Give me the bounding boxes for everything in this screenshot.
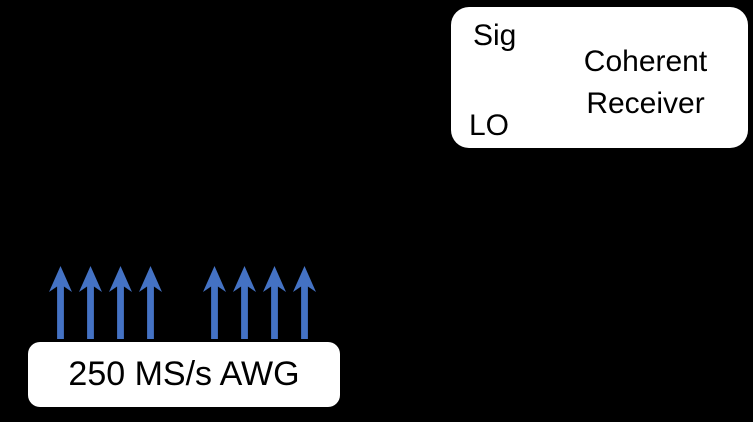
up-arrow-icon [233,266,256,339]
up-arrow-icon [293,266,316,339]
receiver-title-line2: Receiver [586,87,705,120]
coherent-receiver-box: Sig LO Coherent Receiver [451,7,748,148]
up-arrow-icon [139,266,162,339]
up-arrow-icon [109,266,132,339]
comb-arrows-group-2 [203,266,316,339]
receiver-title: Coherent Receiver [551,41,740,125]
up-arrow-icon [263,266,286,339]
lo-port-label: LO [469,109,510,142]
comb-arrows-group-1 [49,266,162,339]
up-arrow-icon [203,266,226,339]
receiver-title-line1: Coherent [583,45,708,78]
awg-box: 250 MS/s AWG [28,342,340,407]
up-arrow-icon [49,266,72,339]
sig-port-label: Sig [473,19,517,52]
up-arrow-icon [79,266,102,339]
awg-label: 250 MS/s AWG [68,355,300,393]
